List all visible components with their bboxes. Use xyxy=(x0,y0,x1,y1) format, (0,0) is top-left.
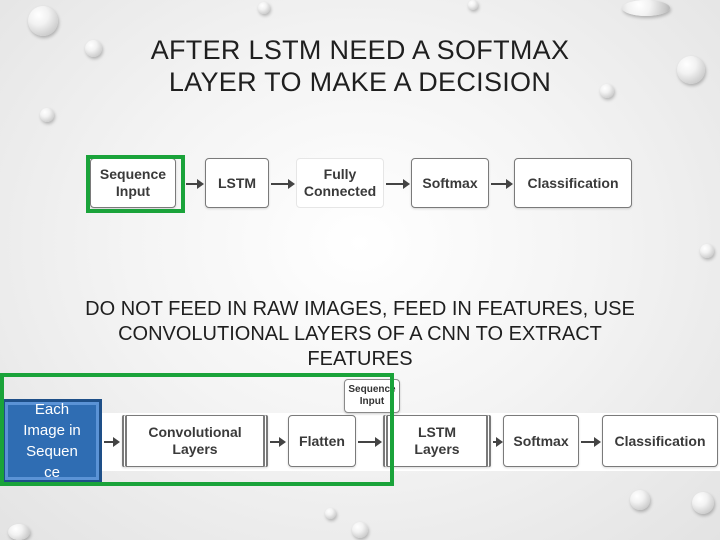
bottom-softmax-node: Softmax xyxy=(503,415,579,467)
node-label: LSTM xyxy=(217,174,257,191)
subtitle-line: DO NOT FEED IN RAW IMAGES, FEED IN FEATU… xyxy=(85,298,635,320)
water-drop-decoration xyxy=(8,524,30,540)
flow-arrow xyxy=(186,179,204,189)
node-label: Convolutional xyxy=(148,424,242,440)
subtitle-line: CONVOLUTIONAL LAYERS OF A CNN TO EXTRACT xyxy=(118,323,602,345)
image-box-label: Image in xyxy=(23,422,81,439)
water-drop-decoration xyxy=(677,56,705,84)
water-drop-decoration xyxy=(258,2,270,14)
flow-arrow xyxy=(270,437,286,447)
water-drop-decoration xyxy=(630,490,650,510)
top-lstm-node: LSTM xyxy=(205,158,269,208)
flow-arrow xyxy=(491,179,513,189)
water-drop-decoration xyxy=(325,508,336,519)
node-label: Connected xyxy=(303,183,377,199)
bottom-classification-node: Classification xyxy=(602,415,718,467)
water-drop-decoration xyxy=(692,492,714,514)
bottom-flatten-node: Flatten xyxy=(288,415,356,467)
water-drop-decoration xyxy=(468,0,478,10)
node-label: Layers xyxy=(172,441,218,457)
water-drop-decoration xyxy=(600,84,614,98)
node-label: Sequence xyxy=(99,166,167,182)
image-in-sequence-box: Each Image in Sequen ce xyxy=(2,399,102,483)
node-label: Classification xyxy=(614,432,706,449)
node-label: Classification xyxy=(527,174,619,191)
node-label: Sequence xyxy=(348,384,396,395)
image-box-label: Sequen xyxy=(26,443,78,460)
slide-subtitle: DO NOT FEED IN RAW IMAGES, FEED IN FEATU… xyxy=(20,297,700,372)
slide-title-line: LAYER TO MAKE A DECISION xyxy=(168,67,552,97)
flow-arrow xyxy=(104,437,120,447)
node-label: Layers xyxy=(414,441,460,457)
bottom-highlight-frame xyxy=(0,373,394,486)
node-label: LSTM xyxy=(417,424,457,440)
water-drop-decoration xyxy=(700,244,714,258)
water-drop-decoration xyxy=(352,522,368,538)
flow-arrow xyxy=(386,179,410,189)
water-drop-decoration xyxy=(622,0,670,16)
node-label: Fully xyxy=(323,166,357,182)
slide-title-line: AFTER LSTM NEED A SOFTMAX xyxy=(150,35,570,65)
slide-title: AFTER LSTM NEED A SOFTMAX LAYER TO MAKE … xyxy=(60,34,660,98)
flow-arrow xyxy=(358,437,382,447)
water-drop-decoration xyxy=(28,6,58,36)
top-softmax-node: Softmax xyxy=(411,158,489,208)
top-classification-node: Classification xyxy=(514,158,632,208)
image-box-label: Each xyxy=(34,401,70,418)
node-label: Softmax xyxy=(513,432,569,449)
flow-arrow xyxy=(493,437,503,447)
subtitle-line: FEATURES xyxy=(307,348,413,370)
top-highlight-frame xyxy=(86,155,185,213)
node-label: Flatten xyxy=(299,432,345,449)
water-drop-decoration xyxy=(85,40,102,57)
node-label: Input xyxy=(359,396,385,407)
flow-arrow xyxy=(581,437,601,447)
image-box-label: ce xyxy=(44,464,60,481)
node-label: Input xyxy=(115,183,151,199)
water-drop-decoration xyxy=(40,108,54,122)
flow-arrow xyxy=(271,179,295,189)
node-label: Softmax xyxy=(422,174,478,191)
